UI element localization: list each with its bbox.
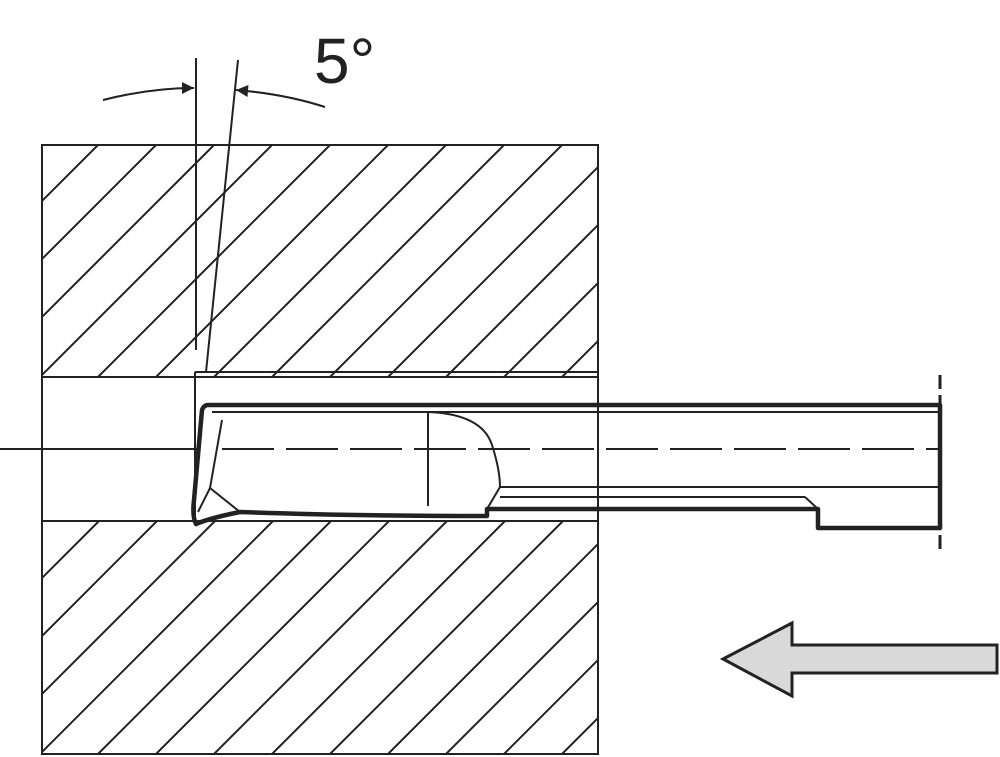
hatch-line	[387, 542, 598, 754]
hatch-line	[97, 145, 331, 377]
hatch-line	[42, 521, 216, 696]
hatch-line	[271, 521, 506, 754]
angle-dimension	[102, 58, 326, 373]
tool-body	[191, 402, 943, 531]
hatching-upper	[0, 145, 598, 377]
hatch-line	[271, 145, 505, 377]
hatch-line	[561, 339, 598, 377]
left-arrow-icon	[719, 620, 999, 699]
hatch-line	[42, 521, 100, 580]
boring-tool	[191, 375, 943, 555]
hatch-line	[42, 145, 215, 319]
hatch-line	[445, 223, 598, 377]
hatch-line	[445, 600, 598, 754]
hatch-line	[329, 521, 564, 754]
hatch-line	[503, 281, 598, 377]
angle-label: 5°	[314, 25, 375, 97]
hatch-line	[213, 521, 448, 754]
hatch-line	[0, 521, 41, 754]
hatch-line	[155, 521, 390, 754]
hatch-line	[42, 145, 273, 377]
hatch-line	[42, 521, 158, 638]
hatch-line	[42, 145, 99, 203]
workpiece-upper-section	[0, 144, 599, 378]
hatch-line	[42, 521, 274, 754]
hatch-line	[503, 658, 598, 754]
hatch-line	[97, 521, 332, 754]
hatch-line	[213, 145, 447, 377]
hatch-line	[387, 165, 598, 377]
workpiece-lower-section	[0, 520, 599, 755]
hatching-lower	[0, 521, 598, 754]
hatch-line	[155, 145, 389, 377]
hatch-line	[329, 145, 563, 377]
hatch-line	[42, 145, 157, 261]
hatch-line	[0, 145, 40, 377]
hatch-line	[561, 716, 598, 754]
bore-outline	[41, 371, 599, 522]
